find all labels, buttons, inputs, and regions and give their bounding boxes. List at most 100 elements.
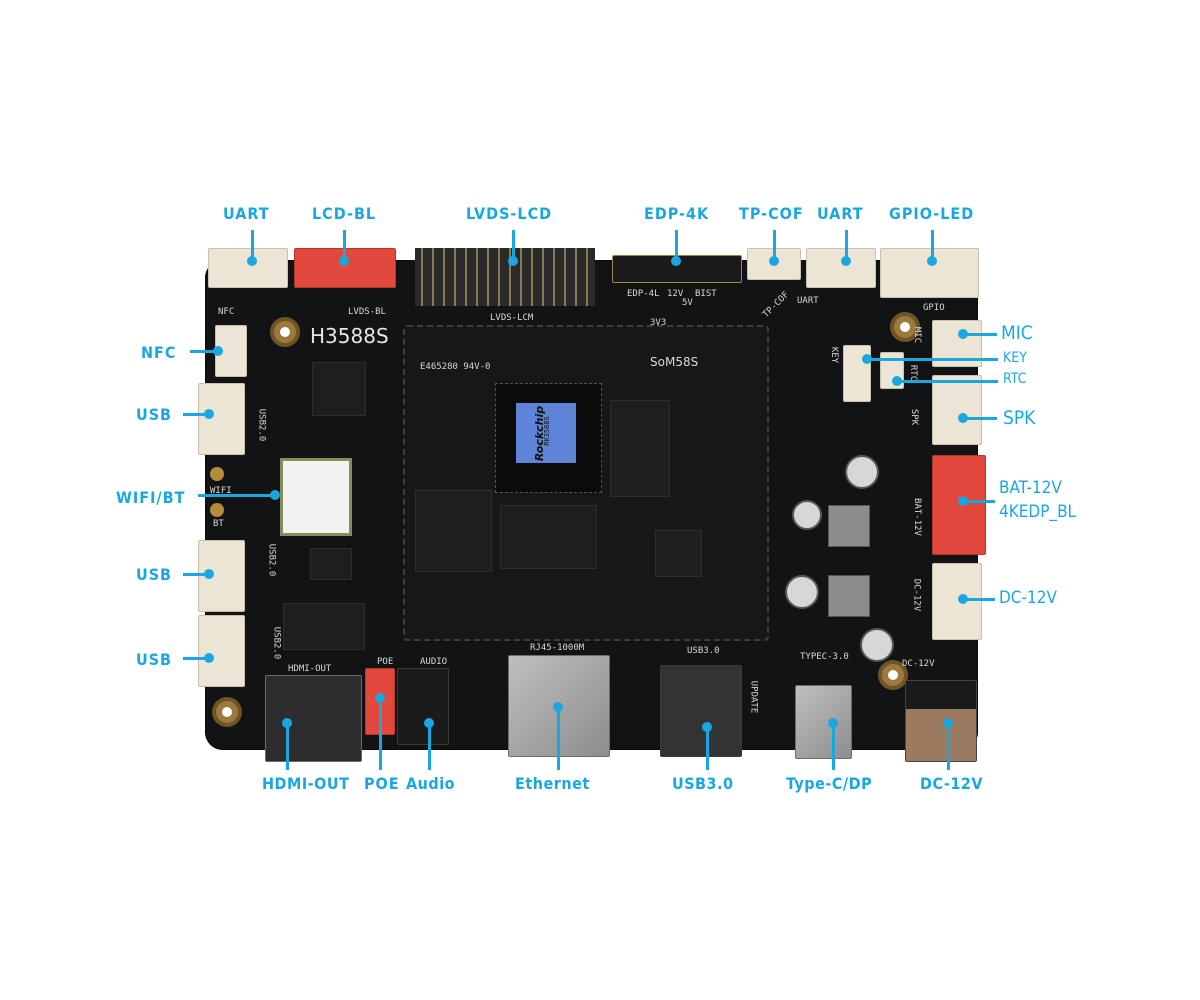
leader-line — [379, 697, 382, 770]
nfc-silkscreen: NFC — [218, 307, 235, 317]
emmc-chip — [415, 490, 492, 572]
leader-line — [706, 726, 709, 770]
callout-usb3: USB3.0 — [672, 774, 734, 793]
rockchip-soc-die: Rockchip RK3588S — [516, 403, 576, 463]
inductor-1 — [828, 505, 870, 547]
leader-line — [895, 380, 998, 383]
callout-lvds-lcd: LVDS-LCD — [466, 204, 553, 223]
callout-dc-12v-bottom: DC-12V — [920, 774, 984, 793]
callout-4kedp-bl: 4KEDP_BL — [999, 502, 1077, 522]
callout-edp-4k: EDP-4K — [644, 204, 710, 223]
leader-dot — [270, 490, 280, 500]
callout-key: KEY — [1003, 350, 1027, 366]
wifi-silkscreen: WIFI — [210, 486, 232, 496]
leader-line — [962, 333, 997, 336]
leader-dot — [213, 346, 223, 356]
callout-usb-1: USB — [136, 405, 173, 424]
leader-line — [183, 573, 209, 576]
spk-connector — [932, 375, 982, 445]
pmic-chip — [655, 530, 702, 577]
type-c-port — [795, 685, 852, 759]
leader-line — [931, 230, 934, 260]
usb-connector-1 — [198, 383, 245, 455]
callout-type-c-dp: Type-C/DP — [786, 774, 873, 793]
spk-silkscreen: SPK — [909, 408, 920, 426]
leader-dot — [424, 718, 434, 728]
callout-uart-top-right: UART — [817, 204, 864, 223]
leader-dot — [943, 718, 953, 728]
capacitor-1 — [845, 455, 879, 489]
gpio-silkscreen: GPIO — [923, 303, 945, 313]
callout-usb-3: USB — [136, 650, 173, 669]
leader-line — [832, 722, 835, 770]
bt-silkscreen: BT — [213, 519, 224, 529]
leader-dot — [769, 256, 779, 266]
dc-12v-bottom-silkscreen: DC-12V — [902, 659, 935, 669]
leader-dot — [702, 722, 712, 732]
lvds-lcd-header — [415, 248, 595, 306]
leader-dot — [553, 702, 563, 712]
leader-dot — [958, 413, 968, 423]
leader-line — [183, 657, 209, 660]
leader-line — [251, 230, 254, 260]
callout-dc-12v-side: DC-12V — [999, 588, 1057, 608]
leader-line — [845, 230, 848, 260]
lvds-lcm-silkscreen: LVDS-LCM — [490, 313, 534, 323]
memory-chip-2 — [500, 505, 597, 569]
leader-dot — [958, 496, 968, 506]
bist-silkscreen: BIST — [695, 289, 717, 299]
leader-line — [343, 230, 346, 260]
mounting-hole-bottom-left — [212, 697, 242, 727]
leader-line — [962, 598, 995, 601]
usb3-port — [660, 665, 742, 757]
hdmi-out-port — [265, 675, 362, 762]
memory-chip-1 — [610, 400, 670, 497]
dc-12v-side-connector — [932, 563, 982, 640]
uart-connector-left — [208, 248, 288, 288]
callout-nfc: NFC — [141, 343, 177, 362]
leader-dot — [958, 594, 968, 604]
leader-dot — [375, 693, 385, 703]
leader-dot — [247, 256, 257, 266]
capacitor-2 — [792, 500, 822, 530]
gpio-led-connector — [880, 248, 979, 298]
leader-line — [428, 722, 431, 770]
wifi-bt-module — [280, 458, 352, 536]
leader-line — [962, 500, 995, 503]
uart-connector-right — [806, 248, 876, 288]
leader-dot — [841, 256, 851, 266]
usb2-silkscreen-3: USB2.0 — [271, 626, 282, 660]
leader-dot — [828, 718, 838, 728]
callout-uart-top-left: UART — [223, 204, 270, 223]
bat-12v-connector — [932, 455, 986, 555]
leader-line — [675, 230, 678, 260]
callout-rtc: RTC — [1003, 371, 1027, 387]
leader-line — [183, 413, 209, 416]
leader-dot — [671, 256, 681, 266]
edp-4l-silkscreen: EDP-4L — [627, 289, 660, 299]
callout-spk: SPK — [1003, 407, 1036, 429]
leader-line — [773, 230, 776, 260]
5v-silkscreen: 5V — [682, 298, 693, 308]
capacitor-4 — [860, 628, 894, 662]
inductor-2 — [828, 575, 870, 617]
leader-line — [190, 350, 218, 353]
callout-wifi-bt: WIFI/BT — [116, 488, 186, 507]
bt-antenna-connector — [210, 503, 224, 517]
callout-lcd-bl: LCD-BL — [312, 204, 377, 223]
cert-text: E465280 94V-0 — [420, 362, 491, 372]
mic-silkscreen: MIC — [912, 326, 923, 344]
leader-dot — [282, 718, 292, 728]
usb2-silkscreen-2: USB2.0 — [266, 543, 277, 577]
leader-dot — [204, 409, 214, 419]
leader-dot — [339, 256, 349, 266]
leader-line — [947, 722, 950, 770]
usb2-silkscreen-1: USB2.0 — [256, 408, 267, 442]
hdmi-out-silkscreen: HDMI-OUT — [288, 664, 332, 674]
rtc-silkscreen: RTC — [908, 364, 919, 382]
dc-12v-side-silkscreen: DC-12V — [911, 578, 922, 612]
uart-silkscreen: UART — [797, 296, 819, 306]
callout-tp-cof: TP-COF — [739, 204, 804, 223]
leader-line — [286, 722, 289, 770]
callout-mic: MIC — [1001, 322, 1033, 344]
